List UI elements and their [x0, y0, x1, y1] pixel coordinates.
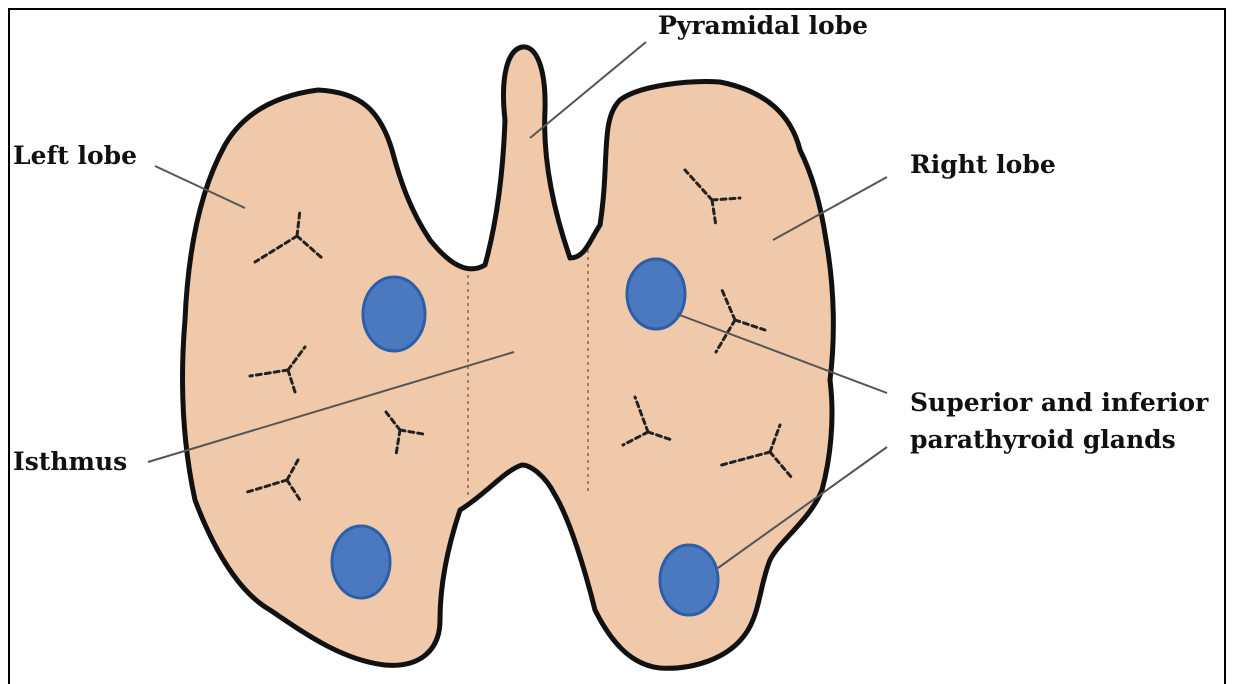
parathyroid-gland-lower-right	[660, 545, 718, 615]
parathyroid-gland-upper-right	[627, 259, 685, 329]
label-parathyroid-line1: Superior and inferior	[910, 388, 1209, 417]
thyroid-body	[182, 47, 833, 668]
label-isthmus: Isthmus	[13, 447, 127, 476]
label-left-lobe: Left lobe	[13, 141, 137, 170]
parathyroid-gland-upper-left	[363, 277, 425, 351]
label-parathyroid-line2: parathyroid glands	[910, 425, 1176, 454]
parathyroid-gland-lower-left	[332, 526, 390, 598]
label-right-lobe: Right lobe	[910, 150, 1056, 179]
label-pyramidal-lobe: Pyramidal lobe	[658, 11, 868, 40]
